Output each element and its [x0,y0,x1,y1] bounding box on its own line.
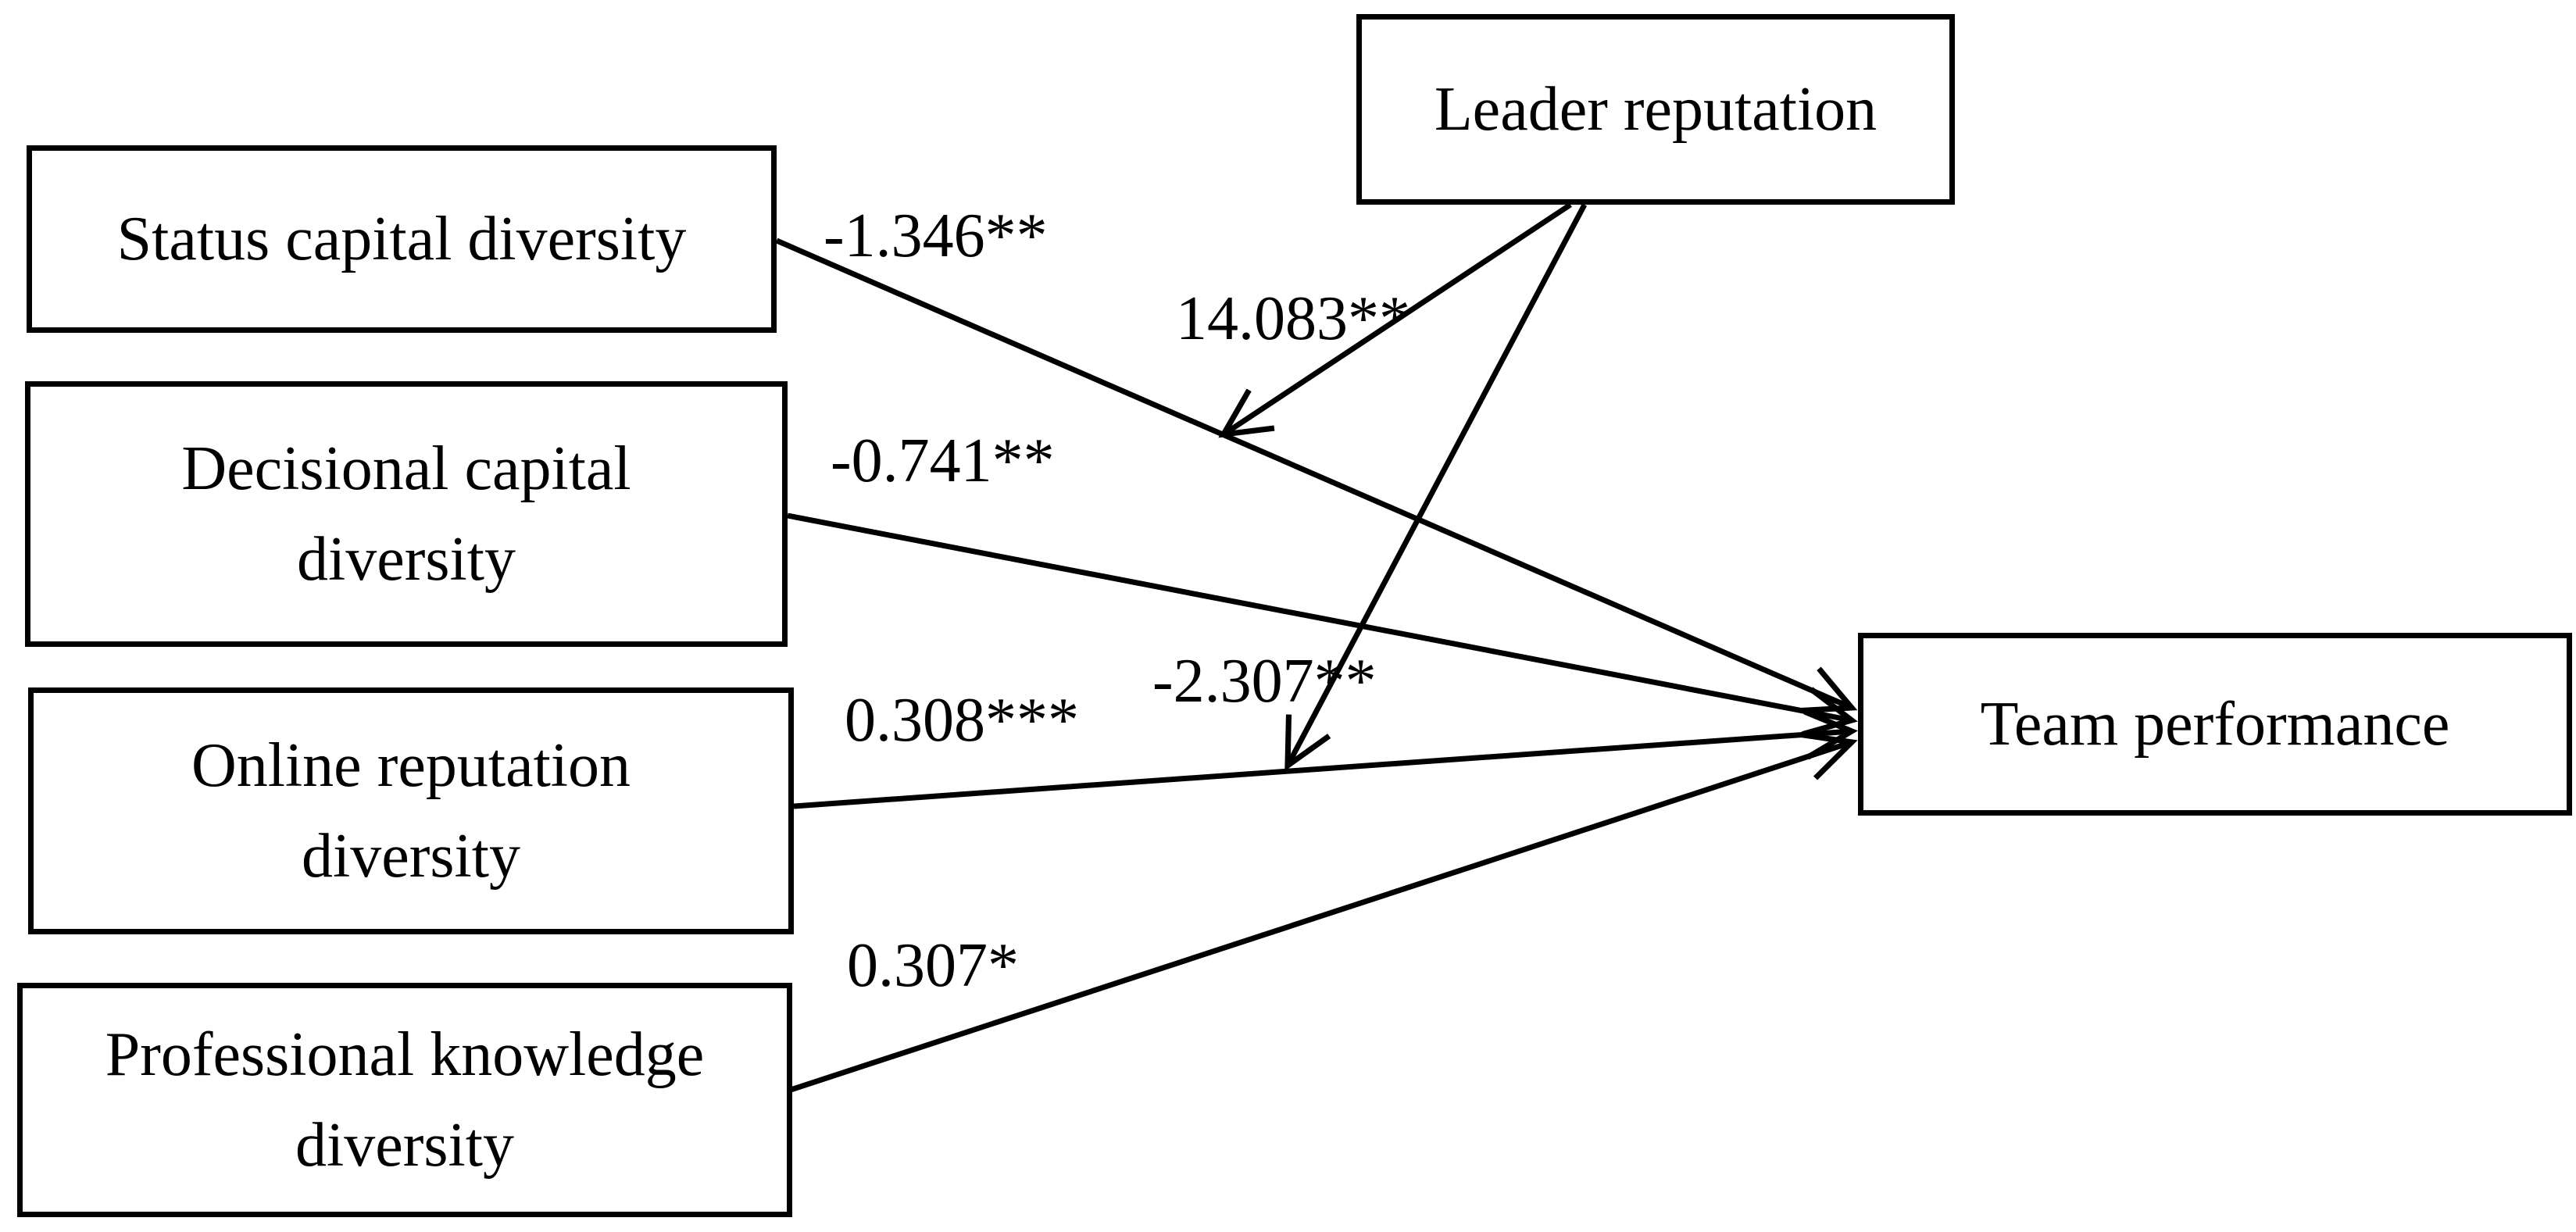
node-online-reputation-diversity: Online reputation diversity [28,687,794,934]
node-status-capital-diversity: Status capital diversity [27,145,777,333]
edge-decisional-to-team-arrow [787,512,1858,737]
node-status-capital-diversity-label: Status capital diversity [116,205,687,273]
node-leader-reputation-label: Leader reputation [1434,75,1878,144]
edge-professional-to-team-arrow [789,731,1858,1093]
coefficient-label-professional-to-team: 0.307* [847,931,1019,1000]
coefficient-label-leader-moderates-status-path: 14.083** [1176,284,1410,353]
node-online-reputation-diversity-label: Online reputation diversity [191,731,631,891]
edge-leader-moderates-status-path-arrow [1218,202,1572,438]
coefficient-label-online-to-team: 0.308*** [845,686,1079,755]
coefficient-label-status-to-team: -1.346** [824,202,1048,270]
node-team-performance-label: Team performance [1980,690,2450,759]
edge-leader-moderates-online-path-arrow [1284,203,1588,772]
coefficient-label-decisional-to-team: -0.741** [831,427,1055,495]
node-professional-knowledge-diversity-label: Professional knowledge diversity [105,1020,705,1180]
node-team-performance: Team performance [1858,633,2572,816]
edge-lines [775,202,1858,1093]
coefficient-label-leader-moderates-online-path: -2.307** [1152,647,1377,716]
node-professional-knowledge-diversity: Professional knowledge diversity [17,983,792,1217]
node-leader-reputation: Leader reputation [1356,14,1955,205]
node-decisional-capital-diversity: Decisional capital diversity [25,381,788,647]
node-decisional-capital-diversity-label: Decisional capital diversity [181,434,631,594]
edge-status-to-team-arrow [775,237,1858,714]
